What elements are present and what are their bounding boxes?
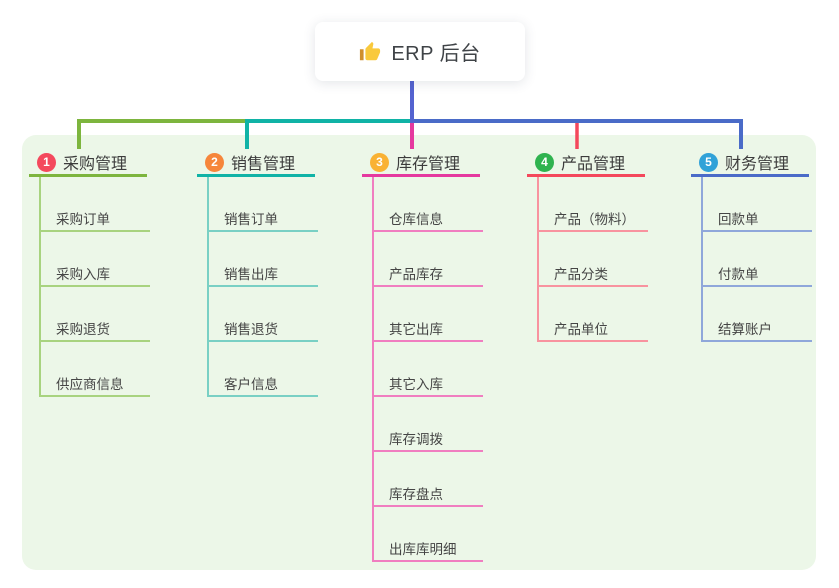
child-node[interactable]: 采购订单 xyxy=(56,212,110,227)
branch-underline xyxy=(362,174,480,177)
root-node-erp[interactable]: ERP 后台 xyxy=(315,22,525,81)
child-node[interactable]: 供应商信息 xyxy=(56,377,124,392)
child-node[interactable]: 采购入库 xyxy=(56,267,110,282)
child-underline xyxy=(208,340,318,342)
child-underline xyxy=(208,285,318,287)
child-node[interactable]: 结算账户 xyxy=(718,322,772,337)
branch-underline xyxy=(527,174,645,177)
branch-child-line xyxy=(39,177,41,397)
child-underline xyxy=(538,340,648,342)
child-underline xyxy=(373,230,483,232)
child-underline xyxy=(373,285,483,287)
child-node[interactable]: 采购退货 xyxy=(56,322,110,337)
child-node[interactable]: 出库库明细 xyxy=(389,542,457,557)
child-underline xyxy=(208,230,318,232)
branch-node-5[interactable]: 5 财务管理 xyxy=(699,150,789,174)
child-node[interactable]: 仓库信息 xyxy=(389,212,443,227)
child-node[interactable]: 产品分类 xyxy=(554,267,608,282)
child-underline xyxy=(40,285,150,287)
child-node[interactable]: 客户信息 xyxy=(224,377,278,392)
branch-node-2[interactable]: 2 销售管理 xyxy=(205,150,295,174)
child-underline xyxy=(40,230,150,232)
child-node[interactable]: 付款单 xyxy=(718,267,759,282)
child-underline xyxy=(208,395,318,397)
branch-child-line xyxy=(537,177,539,342)
branch-node-3[interactable]: 3 库存管理 xyxy=(370,150,460,174)
branch-underline xyxy=(691,174,809,177)
child-node[interactable]: 产品库存 xyxy=(389,267,443,282)
branch-child-line xyxy=(701,177,703,342)
child-underline xyxy=(373,560,483,562)
branch-number-badge: 2 xyxy=(205,152,224,172)
child-underline xyxy=(373,505,483,507)
branch-underline xyxy=(197,174,315,177)
child-node[interactable]: 销售退货 xyxy=(224,322,278,337)
child-underline xyxy=(40,395,150,397)
child-node[interactable]: 其它出库 xyxy=(389,322,443,337)
child-node[interactable]: 销售订单 xyxy=(224,212,278,227)
child-node[interactable]: 产品单位 xyxy=(554,322,608,337)
branch-child-line xyxy=(207,177,209,397)
branch-title: 库存管理 xyxy=(396,156,461,173)
child-node[interactable]: 其它入库 xyxy=(389,377,443,392)
thumbs-up-icon xyxy=(360,41,381,60)
child-node[interactable]: 销售出库 xyxy=(224,267,278,282)
child-underline xyxy=(538,230,648,232)
branch-child-line xyxy=(372,177,374,562)
root-node-title: ERP 后台 xyxy=(391,43,481,65)
child-node[interactable]: 库存调拨 xyxy=(389,432,443,447)
branch-number-badge: 1 xyxy=(37,152,56,172)
child-underline xyxy=(373,450,483,452)
branch-number-badge: 4 xyxy=(535,152,554,172)
branch-number-badge: 5 xyxy=(699,152,718,172)
branch-title: 产品管理 xyxy=(561,156,626,173)
branch-node-1[interactable]: 1 采购管理 xyxy=(37,150,127,174)
branch-title: 销售管理 xyxy=(231,156,296,173)
child-underline xyxy=(40,340,150,342)
child-underline xyxy=(373,340,483,342)
branches-panel xyxy=(22,135,816,570)
branch-title: 财务管理 xyxy=(725,156,790,173)
child-underline xyxy=(702,230,812,232)
child-underline xyxy=(702,285,812,287)
branch-number-badge: 3 xyxy=(370,152,389,172)
child-node[interactable]: 库存盘点 xyxy=(389,487,443,502)
branch-node-4[interactable]: 4 产品管理 xyxy=(535,150,625,174)
child-node[interactable]: 回款单 xyxy=(718,212,759,227)
child-node[interactable]: 产品（物料） xyxy=(554,212,635,227)
branch-underline xyxy=(29,174,147,177)
branch-title: 采购管理 xyxy=(63,156,128,173)
child-underline xyxy=(538,285,648,287)
child-underline xyxy=(702,340,812,342)
child-underline xyxy=(373,395,483,397)
